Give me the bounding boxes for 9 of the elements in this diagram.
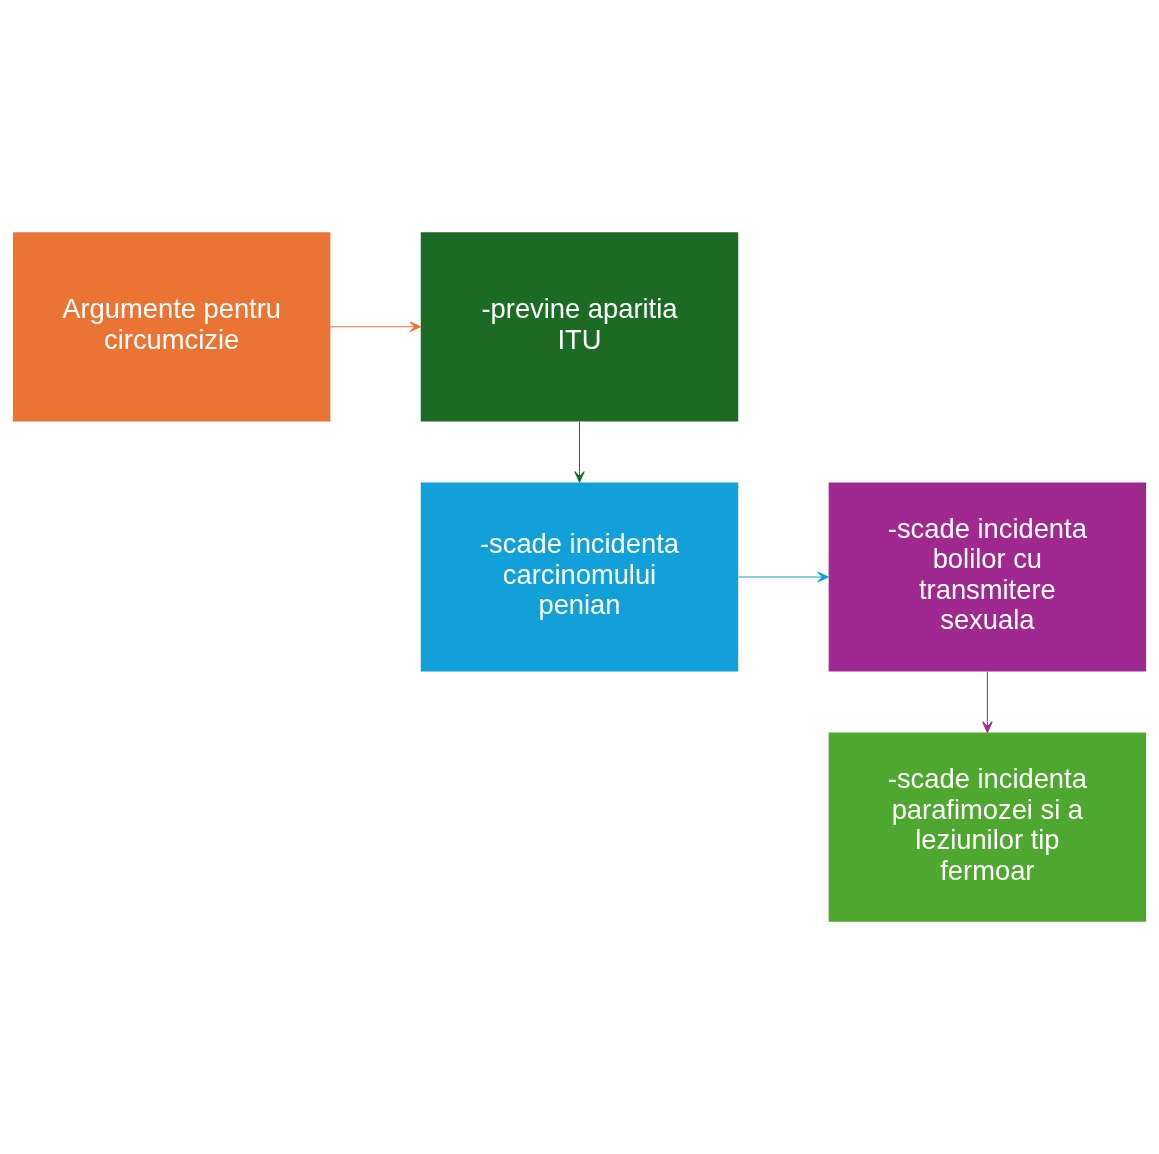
arrow bbox=[982, 671, 993, 733]
arrow bbox=[330, 321, 422, 333]
node-box: Argumente pentru circumcizie bbox=[12, 232, 331, 422]
node-box: -previne aparitia ITU bbox=[420, 232, 739, 422]
arrow bbox=[574, 421, 585, 483]
node-box: -scade incidenta carcinomului penian bbox=[420, 482, 739, 672]
node-box: -scade incidenta bolilor cu transmitere sexuala bbox=[828, 482, 1147, 672]
node-box: -scade incidenta parafimozei si a leziunilor tip fermoar bbox=[828, 732, 1147, 922]
arrow bbox=[737, 571, 829, 583]
